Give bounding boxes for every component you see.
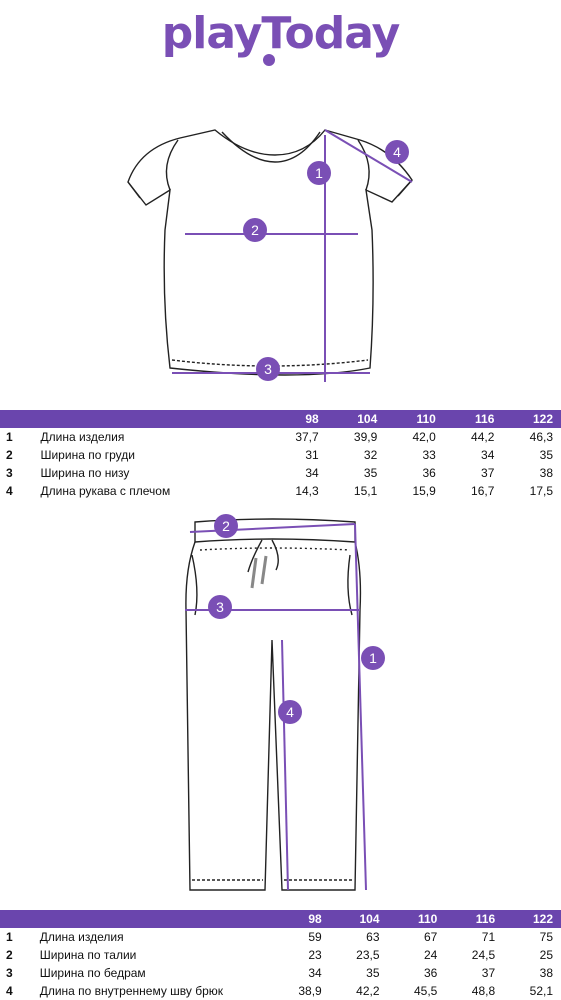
svg-text:2: 2 <box>251 222 259 238</box>
tshirt-marker-3: 3 <box>256 357 280 381</box>
size-header: 104 <box>329 910 388 928</box>
table-row: 4 Длина по внутреннему шву брюк 38,9 42,… <box>6 984 553 998</box>
size-header: 122 <box>503 910 561 928</box>
pants-marker-3: 3 <box>208 595 232 619</box>
pants-drawing: 2 3 1 4 <box>185 514 385 891</box>
logo-dot <box>263 54 275 66</box>
tshirt-marker-4: 4 <box>385 140 409 164</box>
size-header: 122 <box>502 410 561 428</box>
pants-table-header: 98 104 110 116 122 <box>0 910 561 928</box>
tshirt-drawing: 1 2 3 4 <box>127 129 413 382</box>
size-header: 98 <box>268 410 327 428</box>
svg-text:4: 4 <box>286 704 294 720</box>
size-header: 116 <box>445 910 504 928</box>
tshirt-marker-2: 2 <box>243 218 267 242</box>
table-row: 2 Ширина по талии 23 23,5 24 24,5 25 <box>6 948 553 962</box>
table-row: 4 Длина рукава с плечом 14,3 15,1 15,9 1… <box>6 484 553 498</box>
brand-logo: playToday <box>161 8 401 59</box>
size-header: 116 <box>443 410 503 428</box>
size-header: 98 <box>271 910 330 928</box>
tshirt-size-table: 98 104 110 116 122 1 Длина изделия 37,7 … <box>0 410 561 500</box>
tshirt-marker-1: 1 <box>307 161 331 185</box>
size-header: 110 <box>387 910 446 928</box>
tshirt-table-header: 98 104 110 116 122 <box>0 410 561 428</box>
svg-text:3: 3 <box>264 361 272 377</box>
pants-marker-2: 2 <box>214 514 238 538</box>
svg-text:1: 1 <box>369 650 377 666</box>
table-row: 1 Длина изделия 37,7 39,9 42,0 44,2 46,3 <box>6 430 553 444</box>
table-row: 2 Ширина по груди 31 32 33 34 35 <box>6 448 553 462</box>
svg-text:4: 4 <box>393 144 401 160</box>
size-header: 110 <box>385 410 444 428</box>
svg-text:1: 1 <box>315 165 323 181</box>
svg-text:2: 2 <box>222 518 230 534</box>
pants-marker-1: 1 <box>361 646 385 670</box>
pants-marker-4: 4 <box>278 700 302 724</box>
table-row: 3 Ширина по бедрам 34 35 36 37 38 <box>6 966 553 980</box>
table-row: 3 Ширина по низу 34 35 36 37 38 <box>6 466 553 480</box>
size-header: 104 <box>326 410 386 428</box>
svg-text:3: 3 <box>216 599 224 615</box>
table-row: 1 Длина изделия 59 63 67 71 75 <box>6 930 553 944</box>
pants-size-table: 98 104 110 116 122 1 Длина изделия 59 63… <box>0 910 561 1000</box>
